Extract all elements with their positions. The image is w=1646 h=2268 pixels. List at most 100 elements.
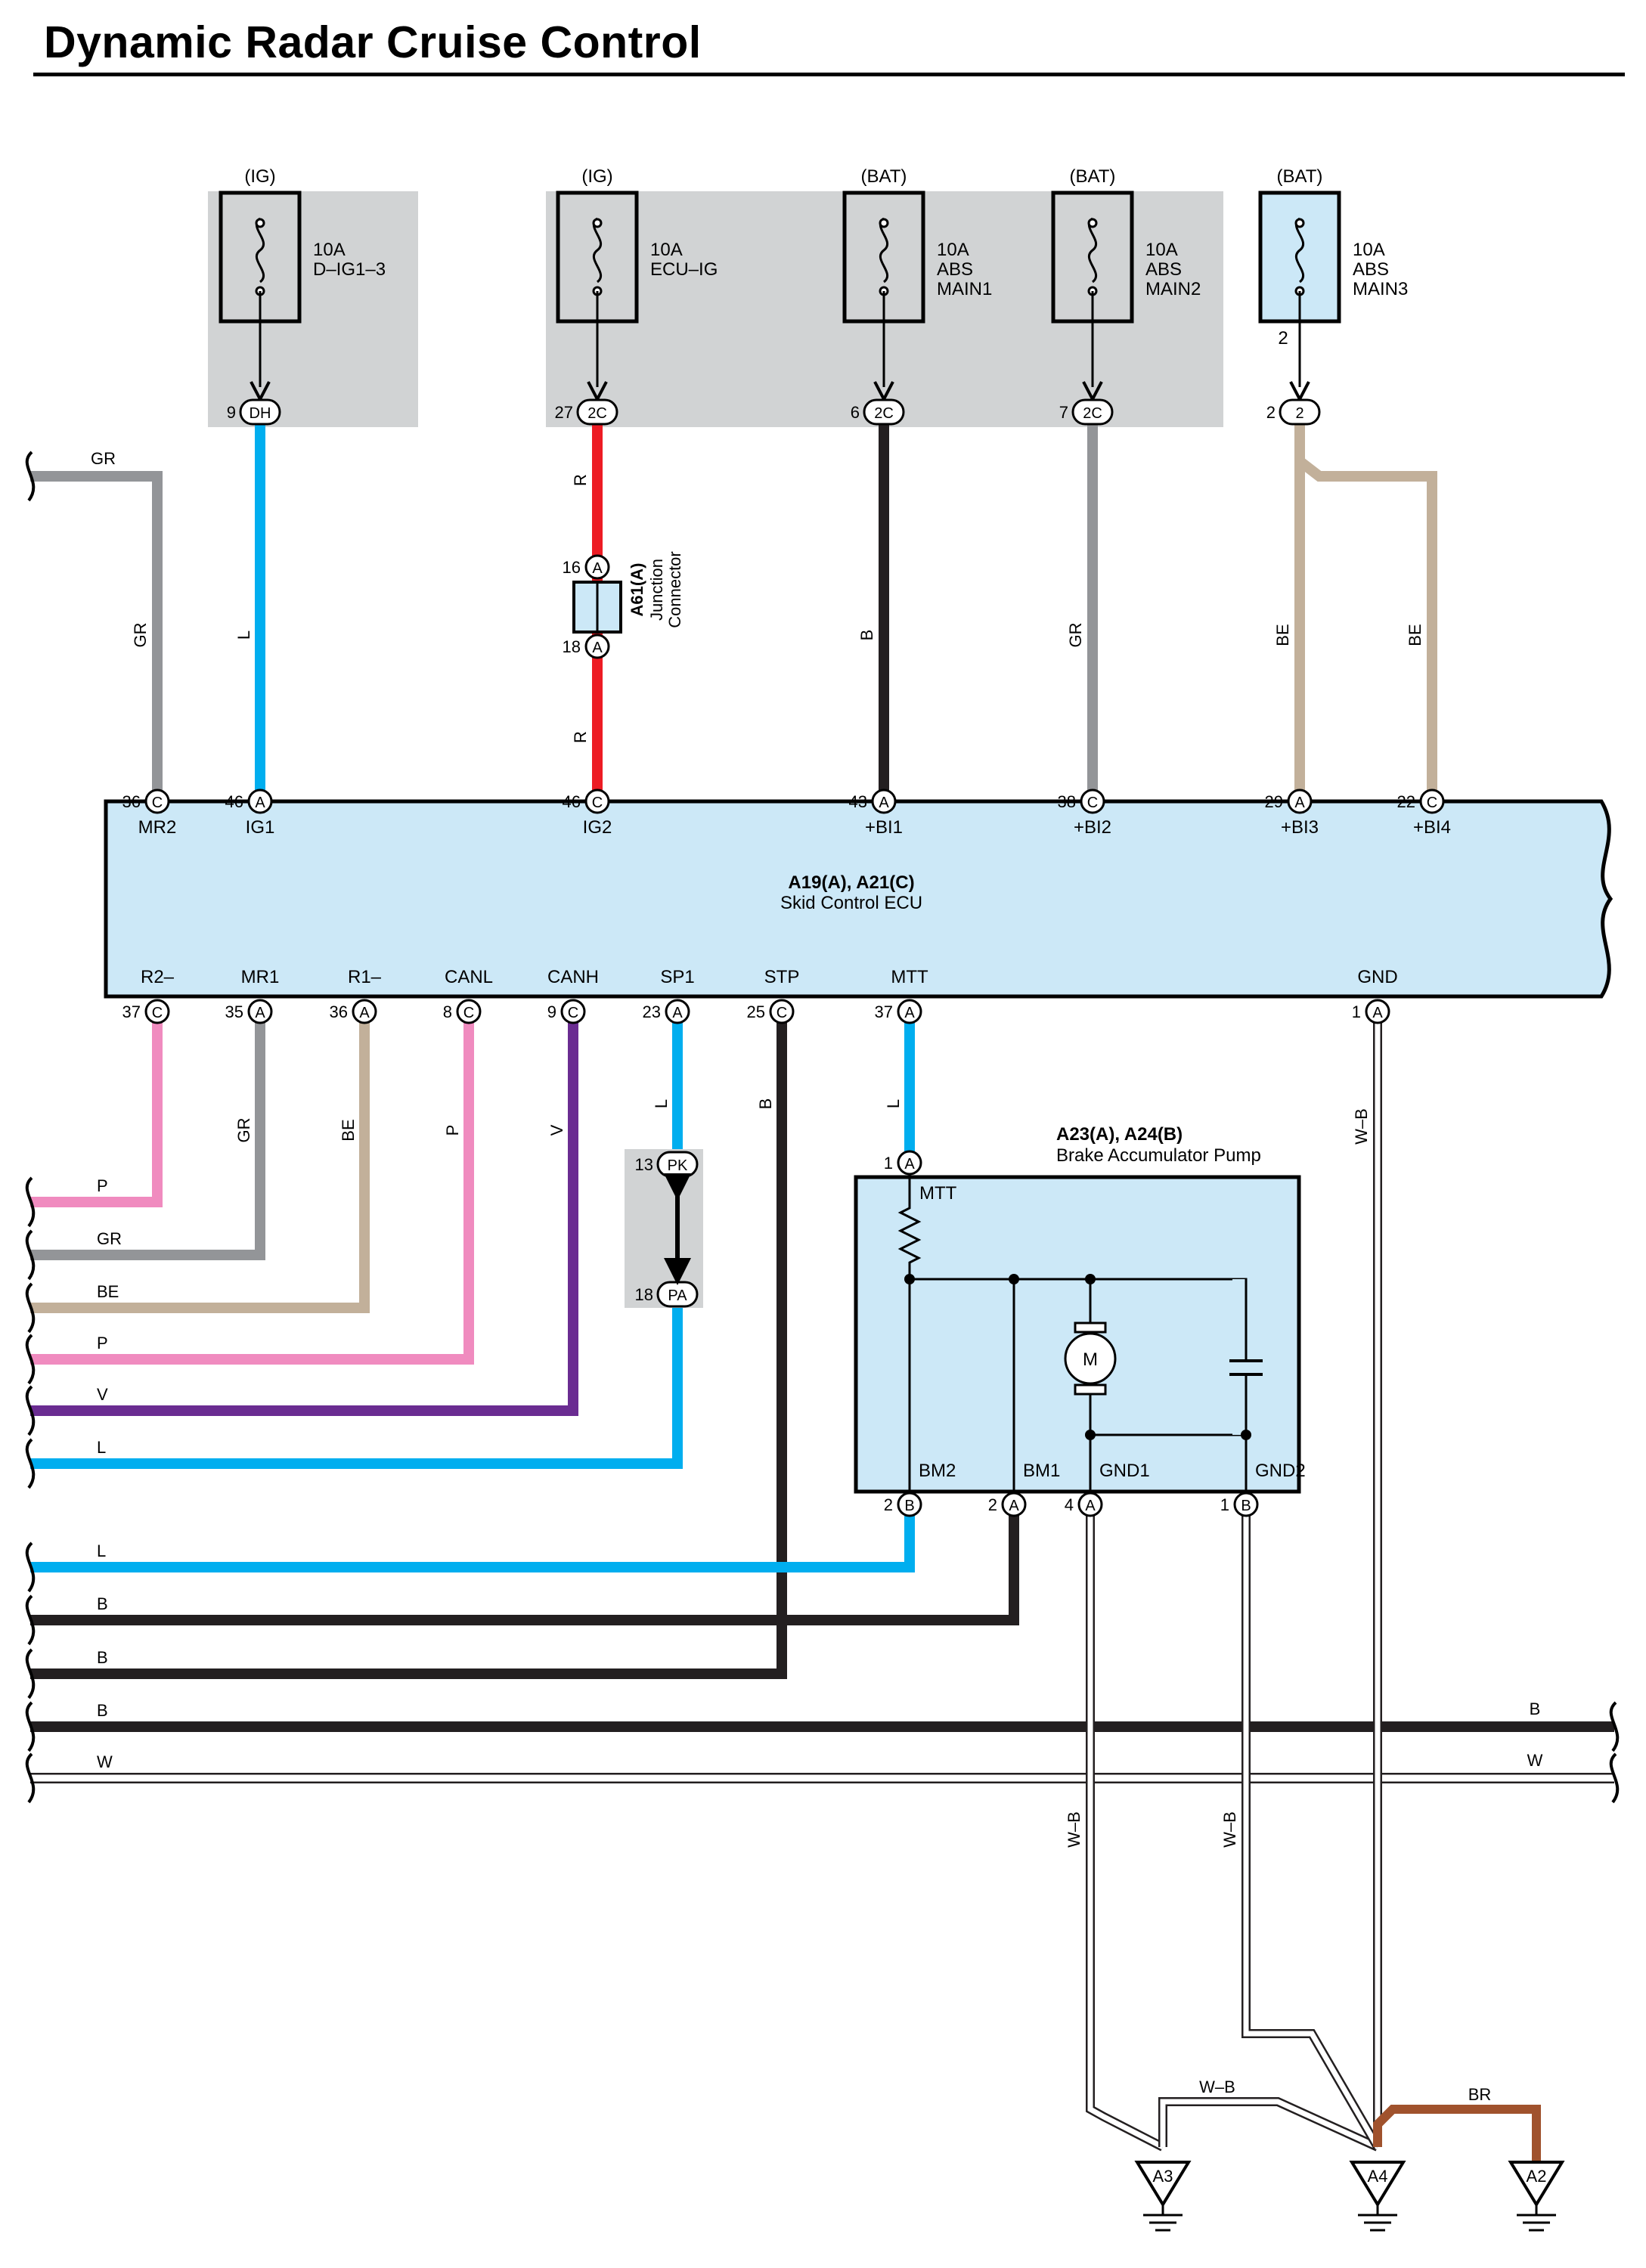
wire-label-left-11: W <box>97 1752 113 1771</box>
ecu-top-pin-6 <box>1287 789 1313 814</box>
ecu-top-label-1: MR2 <box>138 817 177 838</box>
ecu-top-pin-2-letter: A <box>255 795 265 811</box>
ecu-top-pin-3 <box>584 789 610 814</box>
ecu-top-pin-5 <box>1080 789 1105 814</box>
fuse-2-rating: 10A <box>650 240 683 260</box>
ecu-top-pin-4 <box>871 789 897 814</box>
pump-bottom-pin-2-num: 2 <box>988 1495 997 1514</box>
wire-label-canl: P <box>443 1125 462 1136</box>
pump-resistor <box>897 1174 922 1279</box>
ecu-bottom-pin-6 <box>665 999 690 1024</box>
fuse-3-dot-top <box>879 218 889 228</box>
wire-gnd1-core <box>1087 1516 1164 2150</box>
ecu-bottom-pin-2-num: 35 <box>225 1002 243 1021</box>
inline-conn-top-letter: PK <box>668 1157 688 1174</box>
pump-bottom-pin-1 <box>897 1492 922 1517</box>
ecu-bottom-label-6: SP1 <box>660 967 694 987</box>
ground-a2-label: A2 <box>1527 2167 1547 2186</box>
ground-a4-icon <box>1349 2161 1406 2208</box>
ecu-id: A19(A), A21(C) <box>788 872 914 893</box>
ecu-top-pin-7-letter: C <box>1427 795 1437 811</box>
wire-label-br: BR <box>1468 2085 1492 2104</box>
ecu-bottom-pin-9 <box>1365 999 1390 1024</box>
ecu-bottom-label-2: MR1 <box>241 967 280 987</box>
ecu-top-pin-4-letter: A <box>879 795 889 811</box>
left-break-8 <box>25 1594 36 1646</box>
fuse-conn-5-num: 2 <box>1266 403 1276 422</box>
wire-label-left-9: B <box>97 1648 108 1667</box>
fuse-3-name: ABS <box>937 259 973 280</box>
motor-brush-top <box>1074 1321 1107 1334</box>
wire-label-bi3: BE <box>1273 624 1292 646</box>
ground-a3-icon <box>1134 2161 1192 2208</box>
left-break-3 <box>25 1282 36 1334</box>
wire-canh <box>30 1023 578 1416</box>
ecu-top-pin-4-num: 43 <box>849 792 867 811</box>
fuse-2-dot-top <box>592 218 603 228</box>
fuse-3-name2: MAIN1 <box>937 279 992 299</box>
wire-br <box>1373 2105 1541 2162</box>
left-break-4 <box>25 1334 36 1385</box>
wire-label-r-bottom: R <box>571 731 590 743</box>
ecu-top-label-7: +BI4 <box>1413 817 1451 838</box>
fuse-conn-2-num: 27 <box>555 403 573 422</box>
ecu-bottom-pin-7-num: 25 <box>747 1002 765 1021</box>
fuse-2-source: (IG) <box>581 166 612 187</box>
pump-bottom-pin-3 <box>1077 1492 1103 1517</box>
ecu-bottom-label-8: MTT <box>891 967 928 987</box>
ground-a4-label: A4 <box>1368 2167 1388 2186</box>
wire-stp <box>30 1023 787 1679</box>
fuse-5-inner-pin: 2 <box>1278 328 1288 349</box>
brake-accumulator-pump <box>854 1175 1301 1494</box>
inline-conn-bottom-num: 18 <box>635 1285 653 1304</box>
fuse-4-dot-top <box>1087 218 1098 228</box>
pump-bottom-label-1: BM2 <box>919 1461 956 1481</box>
fuse-4-name2: MAIN2 <box>1145 279 1201 299</box>
left-break-6 <box>25 1438 36 1489</box>
ecu-bottom-pin-1 <box>144 999 170 1024</box>
fuse-4-rating: 10A <box>1145 240 1178 260</box>
ecu-bottom-pin-4-num: 8 <box>443 1002 452 1021</box>
ecu-top-pin-1-letter: C <box>152 795 163 811</box>
ecu-bottom-pin-3 <box>352 999 377 1024</box>
ecu-top-pin-1-num: 36 <box>122 792 141 811</box>
ecu-bottom-pin-8-letter: A <box>904 1005 915 1021</box>
left-break-1 <box>25 1176 36 1228</box>
ecu-bottom-pin-9-letter: A <box>1372 1005 1383 1021</box>
fuse-2-name: ECU–IG <box>650 259 718 280</box>
ground-a2-icon <box>1508 2161 1565 2208</box>
motor-label: M <box>1083 1349 1098 1370</box>
wire-bm2 <box>30 1516 915 1572</box>
pump-bottom-pin-2 <box>1001 1492 1027 1517</box>
ecu-top-pin-3-num: 46 <box>563 792 581 811</box>
left-break-5 <box>25 1385 36 1436</box>
ecu-bottom-pin-9-num: 1 <box>1352 1002 1361 1021</box>
fuse-conn-1-num: 9 <box>227 403 236 422</box>
wire-gnd2-core <box>1243 1516 1381 2149</box>
title-rule <box>33 73 1625 76</box>
fuse-conn-2-letter: 2C <box>587 405 607 422</box>
wire-label-left-7: L <box>97 1541 106 1560</box>
left-break-2 <box>25 1229 36 1281</box>
left-break-10 <box>25 1701 36 1752</box>
wire-r1 <box>30 1023 370 1313</box>
ecu-top-pin-2-num: 46 <box>225 792 243 811</box>
right-break-w <box>1609 1752 1620 1804</box>
pump-bottom-pin-2-letter: A <box>1009 1498 1019 1514</box>
inline-conn-bottom-letter: PA <box>668 1287 687 1304</box>
fuse-conn-4-letter: 2C <box>1083 405 1102 422</box>
ecu-bottom-label-1: R2– <box>141 967 175 987</box>
wire-bm1 <box>30 1516 1019 1625</box>
fuse-conn-3-letter: 2C <box>874 405 894 422</box>
fuse-box-ig1 <box>208 191 418 427</box>
wire-gnd-mid-core <box>1160 2099 1379 2150</box>
ecu-bottom-label-5: CANH <box>547 967 599 987</box>
ecu-top-pin-5-num: 38 <box>1058 792 1076 811</box>
motor-brush-bottom <box>1074 1383 1107 1396</box>
pump-bottom-pin-4-num: 1 <box>1220 1495 1229 1514</box>
fuse-1-name: D–IG1–3 <box>313 259 386 280</box>
ecu-bottom-pin-6-num: 23 <box>643 1002 661 1021</box>
ecu-bottom-pin-1-num: 37 <box>122 1002 141 1021</box>
pump-top-label: MTT <box>919 1183 957 1204</box>
